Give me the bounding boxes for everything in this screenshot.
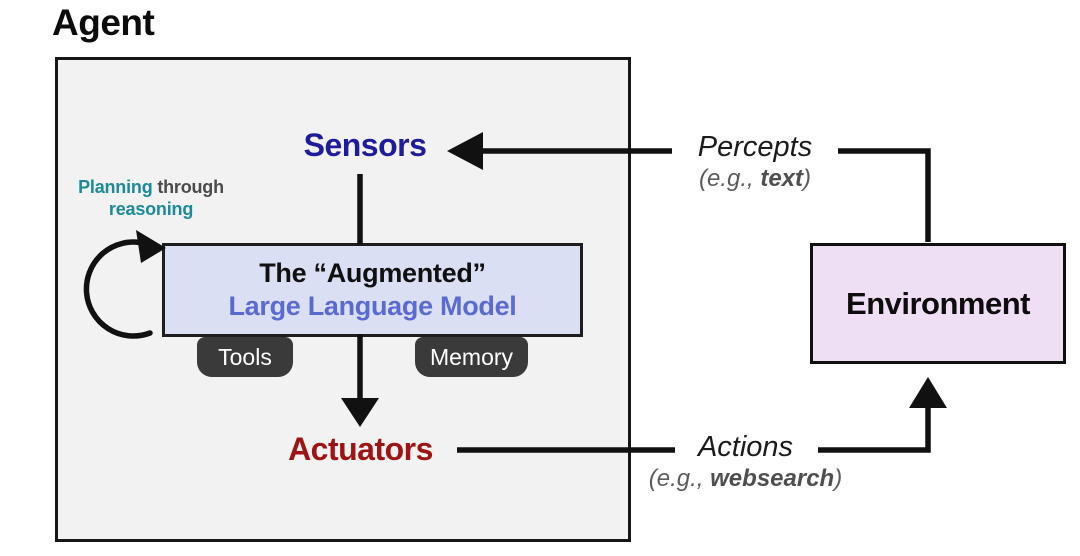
- memory-tab: Memory: [415, 337, 528, 377]
- actions-example-word: websearch: [710, 465, 835, 492]
- planning-through-reasoning-label: Planning through reasoning: [56, 176, 246, 220]
- augmented-llm-box: The “Augmented” Large Language Model: [162, 243, 583, 337]
- percepts-example-suffix: ): [803, 165, 812, 192]
- tools-tab-label: Tools: [218, 343, 272, 370]
- actions-label-block: Actions (e.g., websearch): [633, 430, 858, 493]
- actions-example: (e.g., websearch): [633, 464, 858, 493]
- tools-tab: Tools: [197, 337, 293, 377]
- agent-title: Agent: [52, 2, 155, 43]
- percepts-example-prefix: (e.g.,: [698, 165, 761, 192]
- actuators-label: Actuators: [288, 431, 433, 467]
- reasoning-word: reasoning: [108, 199, 194, 219]
- llm-box-subtitle: Large Language Model: [228, 291, 517, 321]
- percepts-label: Percepts: [697, 131, 813, 163]
- through-word: through: [157, 177, 224, 197]
- llm-box-title: The “Augmented”: [259, 258, 486, 288]
- actions-label: Actions: [697, 431, 794, 463]
- planning-word: Planning: [78, 177, 153, 197]
- actions-example-suffix: ): [834, 465, 843, 492]
- memory-tab-label: Memory: [429, 343, 514, 370]
- environment-label: Environment: [846, 285, 1030, 321]
- percepts-example-word: text: [760, 165, 804, 192]
- actions-example-prefix: (e.g.,: [648, 465, 711, 492]
- environment-box: Environment: [810, 243, 1066, 364]
- percepts-label-block: Percepts (e.g., text): [655, 130, 855, 193]
- percepts-example: (e.g., text): [655, 164, 855, 193]
- sensors-label: Sensors: [303, 127, 427, 163]
